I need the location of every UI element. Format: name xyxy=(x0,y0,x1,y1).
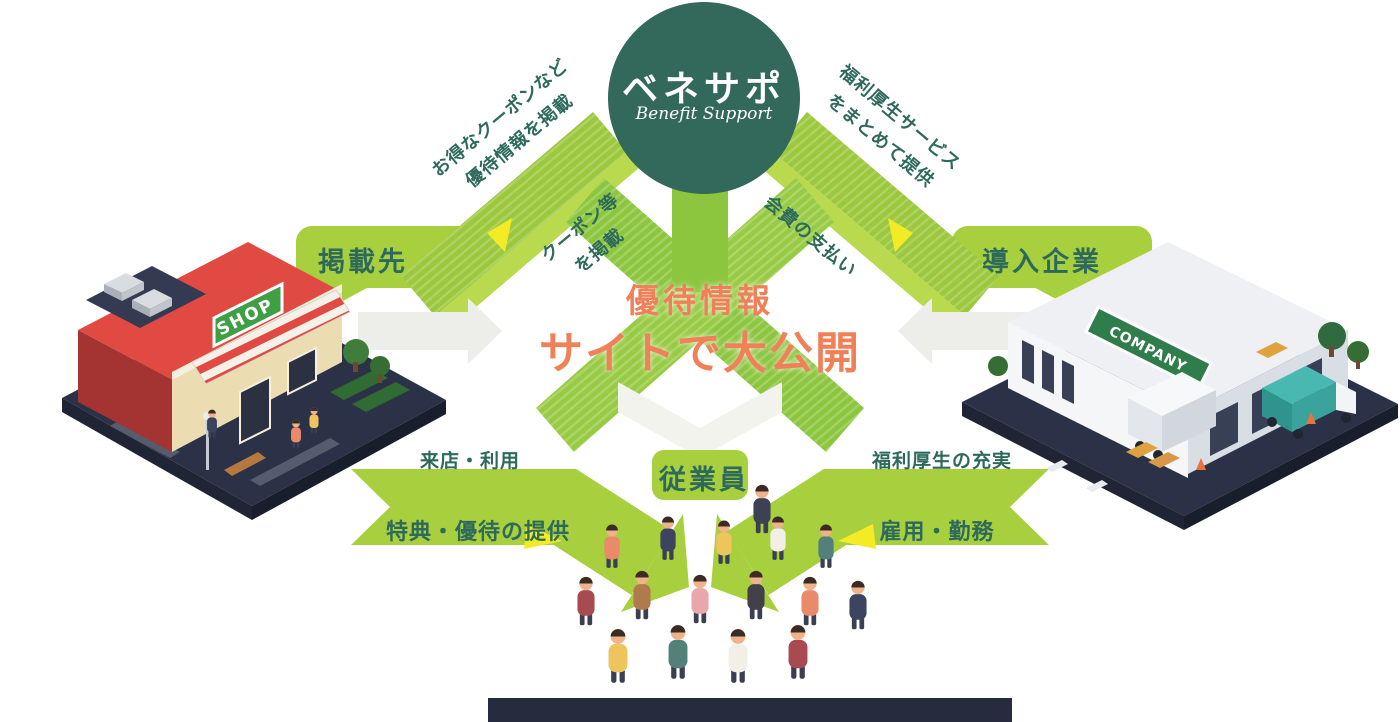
company-illustration: COMPANY xyxy=(962,242,1398,530)
teal-truck xyxy=(1262,366,1356,439)
shop-illustration: SHOP xyxy=(62,242,446,520)
center-message-line2: サイトで大公開 xyxy=(539,328,861,379)
cross-arrow-right xyxy=(536,178,834,452)
crowd-ground-bar xyxy=(488,698,1012,722)
logo-title: ベネサポ xyxy=(621,69,786,110)
down-chevron xyxy=(618,382,782,458)
white-truck xyxy=(1128,372,1216,460)
label-partner: 掲載先 xyxy=(318,247,408,278)
company-white-arrow xyxy=(898,298,1042,364)
employees-label-pad xyxy=(652,450,748,500)
service-center-band xyxy=(672,180,728,292)
center-message-line1: 優待情報 xyxy=(626,281,774,320)
flow-visit-use: 来店・利用 xyxy=(419,450,520,472)
shop-white-arrow xyxy=(358,298,502,364)
employees-illustration xyxy=(488,484,1012,722)
logo-subtitle: Benefit Support xyxy=(635,104,773,124)
label-employees: 従業員 xyxy=(659,465,749,496)
flow-welfare-enrichment: 福利厚生の充実 xyxy=(871,450,1012,472)
benesapo-logo-circle xyxy=(608,2,800,194)
flow-employment: 雇用・勤務 xyxy=(879,520,995,545)
label-company: 導入企業 xyxy=(982,247,1102,278)
flow-benefit-offer: 特典・優待の提供 xyxy=(385,520,570,545)
